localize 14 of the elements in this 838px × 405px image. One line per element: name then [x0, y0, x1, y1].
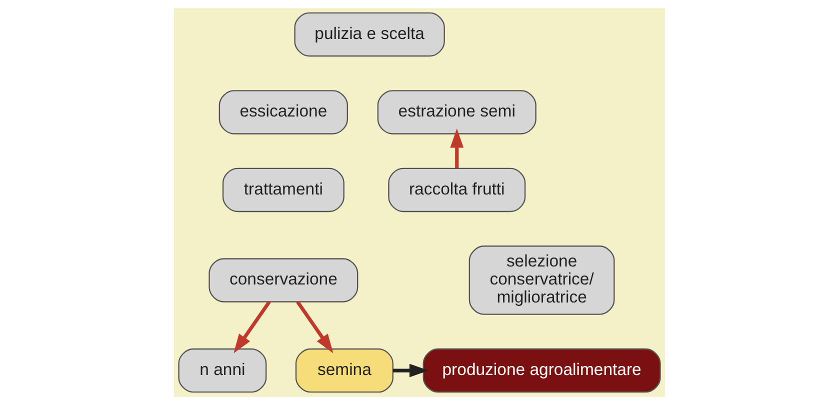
node-box: essicazione: [218, 90, 348, 134]
node-box: semina: [294, 348, 393, 393]
arrow: [233, 300, 270, 354]
node-box: conservazione: [208, 258, 358, 302]
arrow: [450, 128, 464, 168]
node-box: trattamenti: [222, 168, 344, 212]
node-box: estrazione semi: [376, 90, 536, 134]
node-box: n anni: [178, 348, 266, 393]
node-box: pulizia e scelta: [294, 12, 444, 57]
node-box: selezione conservatrice/ miglioratrice: [468, 246, 614, 315]
arrow: [392, 364, 428, 378]
node-box: produzione agroalimentare: [422, 348, 660, 393]
node-box: raccolta frutti: [388, 168, 526, 212]
arrow: [296, 300, 333, 354]
